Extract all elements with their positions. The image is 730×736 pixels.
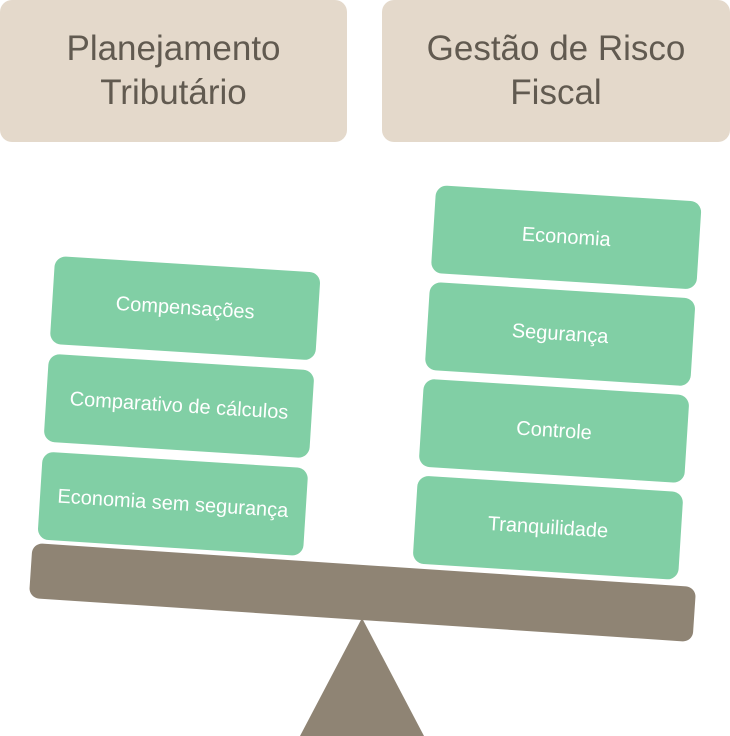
right-pan-stack: Economia Segurança Controle Tranquilidad… <box>412 185 702 583</box>
card-economia: Economia <box>430 185 702 290</box>
card-label: Economia <box>521 223 612 251</box>
card-label: Tranquilidade <box>487 512 609 542</box>
card-tranquilidade: Tranquilidade <box>412 475 684 580</box>
card-label: Comparativo de cálculos <box>69 387 290 424</box>
card-label: Compensações <box>115 292 256 324</box>
header-planejamento-tributario: Planejamento Tributário <box>0 0 347 142</box>
card-label: Economia sem segurança <box>56 485 289 522</box>
header-left-label: Planejamento Tributário <box>66 29 281 112</box>
card-label: Segurança <box>511 319 610 348</box>
card-comparativo-calculos: Comparativo de cálculos <box>43 353 315 459</box>
card-seguranca: Segurança <box>424 281 696 387</box>
left-pan-stack: Compensações Comparativo de cálculos Eco… <box>37 255 321 557</box>
card-controle: Controle <box>418 378 690 484</box>
card-economia-sem-seguranca: Economia sem segurança <box>37 451 309 557</box>
card-label: Controle <box>515 417 593 444</box>
header-gestao-risco-fiscal: Gestão de Risco Fiscal <box>382 0 730 142</box>
scale-fulcrum-triangle <box>300 618 424 736</box>
card-compensacoes: Compensações <box>49 255 321 361</box>
header-right-label: Gestão de Risco Fiscal <box>426 29 686 112</box>
